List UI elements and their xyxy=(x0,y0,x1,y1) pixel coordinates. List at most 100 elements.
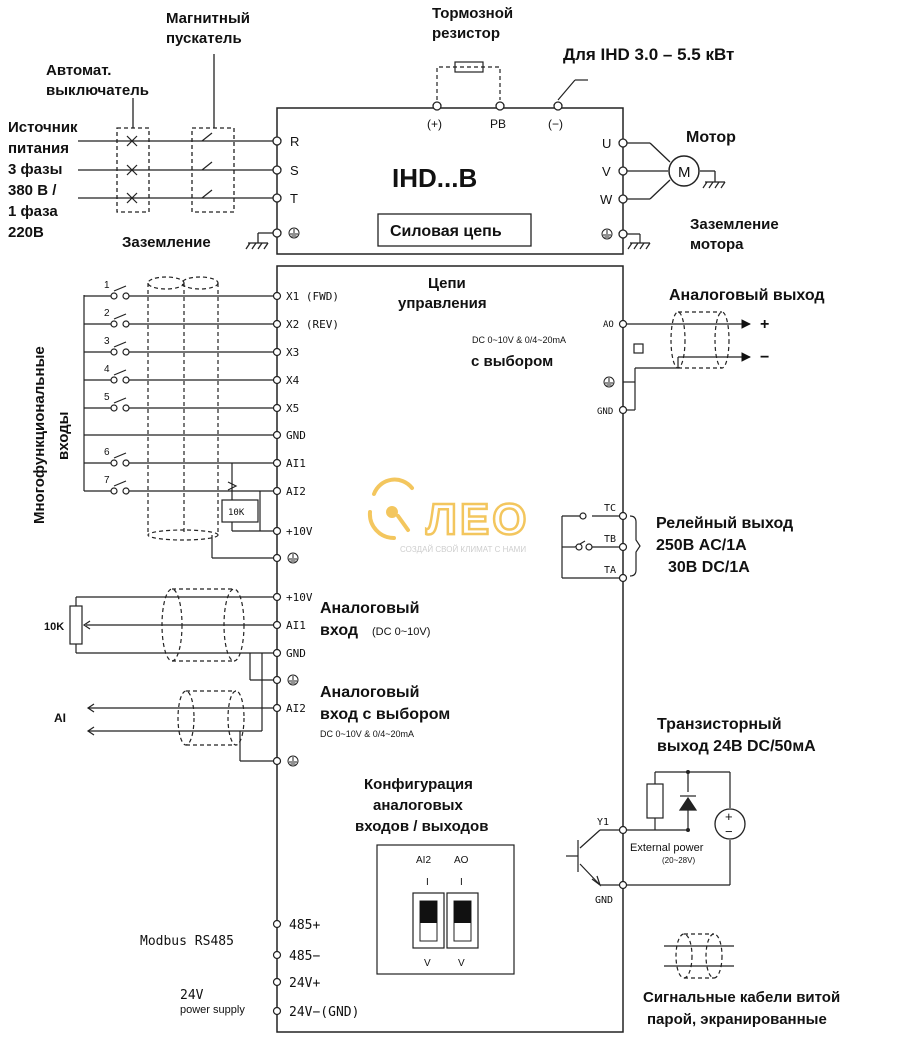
watermark-logo: ЛЕО СОЗДАЙ СВОЙ КЛИМАТ С НАМИ xyxy=(367,477,529,554)
load-resistor-icon xyxy=(646,783,664,819)
ground-terminal-icon xyxy=(287,674,299,686)
modbus-label: Modbus RS485 xyxy=(140,934,234,949)
terminal-485-plus: 485+ xyxy=(289,918,320,933)
cable-legend-label: Сигнальные кабели витой парой, экраниров… xyxy=(643,989,844,1028)
terminal-gnd: GND xyxy=(286,429,306,442)
transistor-output-label: Транзисторный выход 24В DC/50мА xyxy=(657,716,816,755)
terminal-x3: X3 xyxy=(286,346,299,359)
terminal-x1: X1 (FWD) xyxy=(286,290,339,303)
terminal-ta: TA xyxy=(604,565,616,576)
analog-output-wiring xyxy=(623,311,751,411)
watermark-tagline: СОЗДАЙ СВОЙ КЛИМАТ С НАМИ xyxy=(400,545,526,554)
terminal-10v-2: +10V xyxy=(286,591,313,604)
analog-output-label: Аналоговый выход xyxy=(669,287,825,304)
ihd-note: Для IHD 3.0 – 5.5 кВт xyxy=(563,45,734,64)
switch-number: 5 xyxy=(104,392,110,403)
power-supply-label: power supply xyxy=(180,1004,245,1016)
switch-number: 4 xyxy=(104,364,110,375)
terminal-ai2-2: AI2 xyxy=(286,702,306,715)
config-label: Конфигурация аналоговых входов / выходов xyxy=(355,776,488,835)
switch-ai2-top: I xyxy=(426,877,429,888)
shielded-cable-icon xyxy=(664,933,734,979)
terminal-ai1-2: AI1 xyxy=(286,619,306,632)
terminal-ao: AO xyxy=(603,320,614,330)
terminal-pb: PB xyxy=(490,117,506,131)
switch-number: 1 xyxy=(104,280,110,291)
motor-ground-terminal-icon xyxy=(627,234,651,250)
analog-input-2-wiring xyxy=(86,653,276,762)
power-circuit-label: Силовая цепь xyxy=(390,223,502,240)
multifunction-inputs-label: Многофункциональные входы xyxy=(31,342,72,524)
analog-input-1-spec: (DC 0~10V) xyxy=(372,626,430,638)
potentiometer-icon xyxy=(69,605,83,645)
terminal-y1: Y1 xyxy=(597,817,609,828)
diode-icon xyxy=(678,796,698,811)
contactor-label: Магнитный пускатель xyxy=(166,10,254,47)
ground-terminal-icon-right xyxy=(601,228,613,240)
external-power-icon xyxy=(714,808,746,840)
terminal-w: W xyxy=(600,192,613,207)
terminal-10v: +10V xyxy=(286,525,313,538)
transistor-output-wiring xyxy=(566,771,731,887)
terminal-x5: X5 xyxy=(286,402,299,415)
breaker-label: Автомат. выключатель xyxy=(46,62,149,99)
switch-ai2-label: AI2 xyxy=(416,855,431,866)
switch-ao-label: AO xyxy=(454,855,469,866)
dip-switch-ao[interactable] xyxy=(446,892,479,949)
motor-label: Мотор xyxy=(686,129,736,146)
terminal-s: S xyxy=(290,163,299,178)
ground-icon xyxy=(245,233,269,250)
terminal-24v-gnd: 24V−(GND) xyxy=(289,1005,359,1020)
motor-ground-label: Заземление мотора xyxy=(690,216,783,253)
switch-number: 6 xyxy=(104,447,110,458)
terminal-r: R xyxy=(290,134,299,149)
terminal-485-minus: 485− xyxy=(289,949,320,964)
external-power-label: External power xyxy=(630,842,704,854)
terminal-ai1: AI1 xyxy=(286,457,306,470)
ai-input-label: AI xyxy=(54,711,66,725)
brake-resistor-label: Тормозной резистор xyxy=(432,5,517,42)
model-title: IHD...B xyxy=(392,163,477,193)
brake-resistor-icon xyxy=(454,61,484,73)
power-circuit-box xyxy=(276,107,624,255)
relay-output-wiring xyxy=(561,515,641,579)
ao-plus: + xyxy=(760,316,769,333)
relay-output-label: Релейный выход 250В AC/1A 30В DC/1A xyxy=(656,515,798,576)
terminal-24v-plus: 24V+ xyxy=(289,976,320,991)
digital-inputs-wiring xyxy=(83,276,276,559)
terminal-u: U xyxy=(602,136,611,151)
control-circuits-label: Цепи управления xyxy=(398,275,487,312)
config-switch-panel xyxy=(376,844,515,975)
resistor-10k-label: 10K xyxy=(228,508,245,518)
switch-ai2-bottom: V xyxy=(424,958,431,969)
potentiometer-label: 10K xyxy=(44,621,64,633)
supply-24v-label: 24V xyxy=(180,988,204,1003)
terminal-gnd-right: GND xyxy=(597,407,613,417)
ground-terminal-icon xyxy=(603,376,615,388)
external-power-plus: + xyxy=(725,809,733,824)
motor-ground-icon xyxy=(702,181,726,189)
ground-terminal-icon xyxy=(287,552,299,564)
terminal-minus: (−) xyxy=(548,117,563,131)
analog-input-1-wiring xyxy=(69,588,276,681)
ground-terminal-icon xyxy=(288,227,300,239)
ground-terminal-icon xyxy=(287,755,299,767)
ao-minus: − xyxy=(760,349,769,366)
motor-symbol: M xyxy=(678,164,691,181)
watermark-brand: ЛЕО xyxy=(426,495,529,544)
external-power-range: (20~28V) xyxy=(662,856,695,865)
terminal-tb: TB xyxy=(604,534,616,545)
dip-switch-ai2[interactable] xyxy=(412,892,445,949)
analog-input-2-spec: DC 0~10V & 0/4~20mA xyxy=(320,729,414,739)
terminal-v: V xyxy=(602,164,611,179)
motor-icon xyxy=(668,155,700,187)
terminal-tc: TC xyxy=(604,503,616,514)
selector-square-icon xyxy=(633,343,644,354)
terminal-gnd-y: GND xyxy=(595,895,613,906)
power-source-label: Источник питания 3 фазы 380 В / 1 фаза 2… xyxy=(8,119,82,241)
switch-ao-bottom: V xyxy=(458,958,465,969)
switch-number: 7 xyxy=(104,475,110,486)
external-power-minus: − xyxy=(725,824,733,839)
ao-spec: DC 0~10V & 0/4~20mA xyxy=(472,335,566,345)
